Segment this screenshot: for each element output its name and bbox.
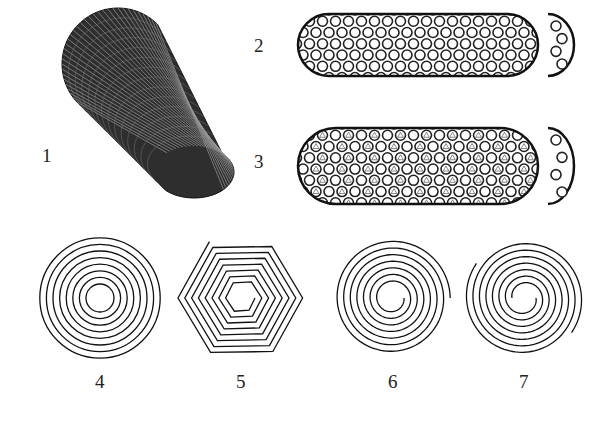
callout-number: 3: [254, 152, 264, 171]
callout-number: 2: [254, 36, 264, 55]
cone-nanotube: [62, 8, 234, 198]
callout-number: 1: [42, 146, 52, 165]
capped-nanotube: [285, 119, 574, 208]
scroll-section: [337, 241, 450, 351]
hexagonal-scroll-section: [178, 242, 303, 353]
capped-nanotube: [285, 5, 574, 83]
callout-number: 5: [236, 372, 246, 391]
callout-number: 7: [519, 372, 529, 391]
concentric-tube-section: [40, 238, 160, 358]
double-scroll-section: [466, 244, 581, 353]
callout-number: 4: [95, 372, 105, 391]
callout-number: 6: [388, 372, 398, 391]
